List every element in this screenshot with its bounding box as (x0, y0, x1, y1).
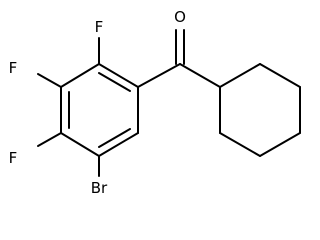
bond-c4-f (37, 132, 62, 147)
bond-c1-c2 (98, 63, 139, 88)
atom-label-oxygen: O (174, 8, 186, 26)
bond-c3-f (37, 73, 62, 88)
bond-ring-carbonyl (137, 63, 181, 88)
bond-cy2-cy3 (219, 132, 261, 157)
chemical-structure: O F F F Br (9, 8, 301, 197)
atom-labels: O F F F Br (9, 8, 186, 197)
bond-c1-c2-inner (98, 72, 131, 92)
bond-carbonyl-cyclohexyl (179, 63, 221, 88)
atom-label-bromine: Br (91, 179, 108, 197)
atom-label-fluorine-left-upper: F (9, 59, 18, 77)
bond-cy6-cy1 (219, 63, 261, 88)
bond-c5-c6 (98, 132, 139, 157)
atom-label-fluorine-left-lower: F (9, 149, 18, 167)
bond-cy3-cy4 (259, 132, 301, 157)
bond-c5-c6-inner (98, 128, 131, 148)
bond-c4-c5 (60, 132, 100, 157)
bond-c2-c3 (60, 63, 100, 88)
bonds (37, 29, 301, 177)
bond-cy5-cy6 (259, 63, 301, 88)
atom-label-fluorine-top: F (95, 18, 104, 36)
